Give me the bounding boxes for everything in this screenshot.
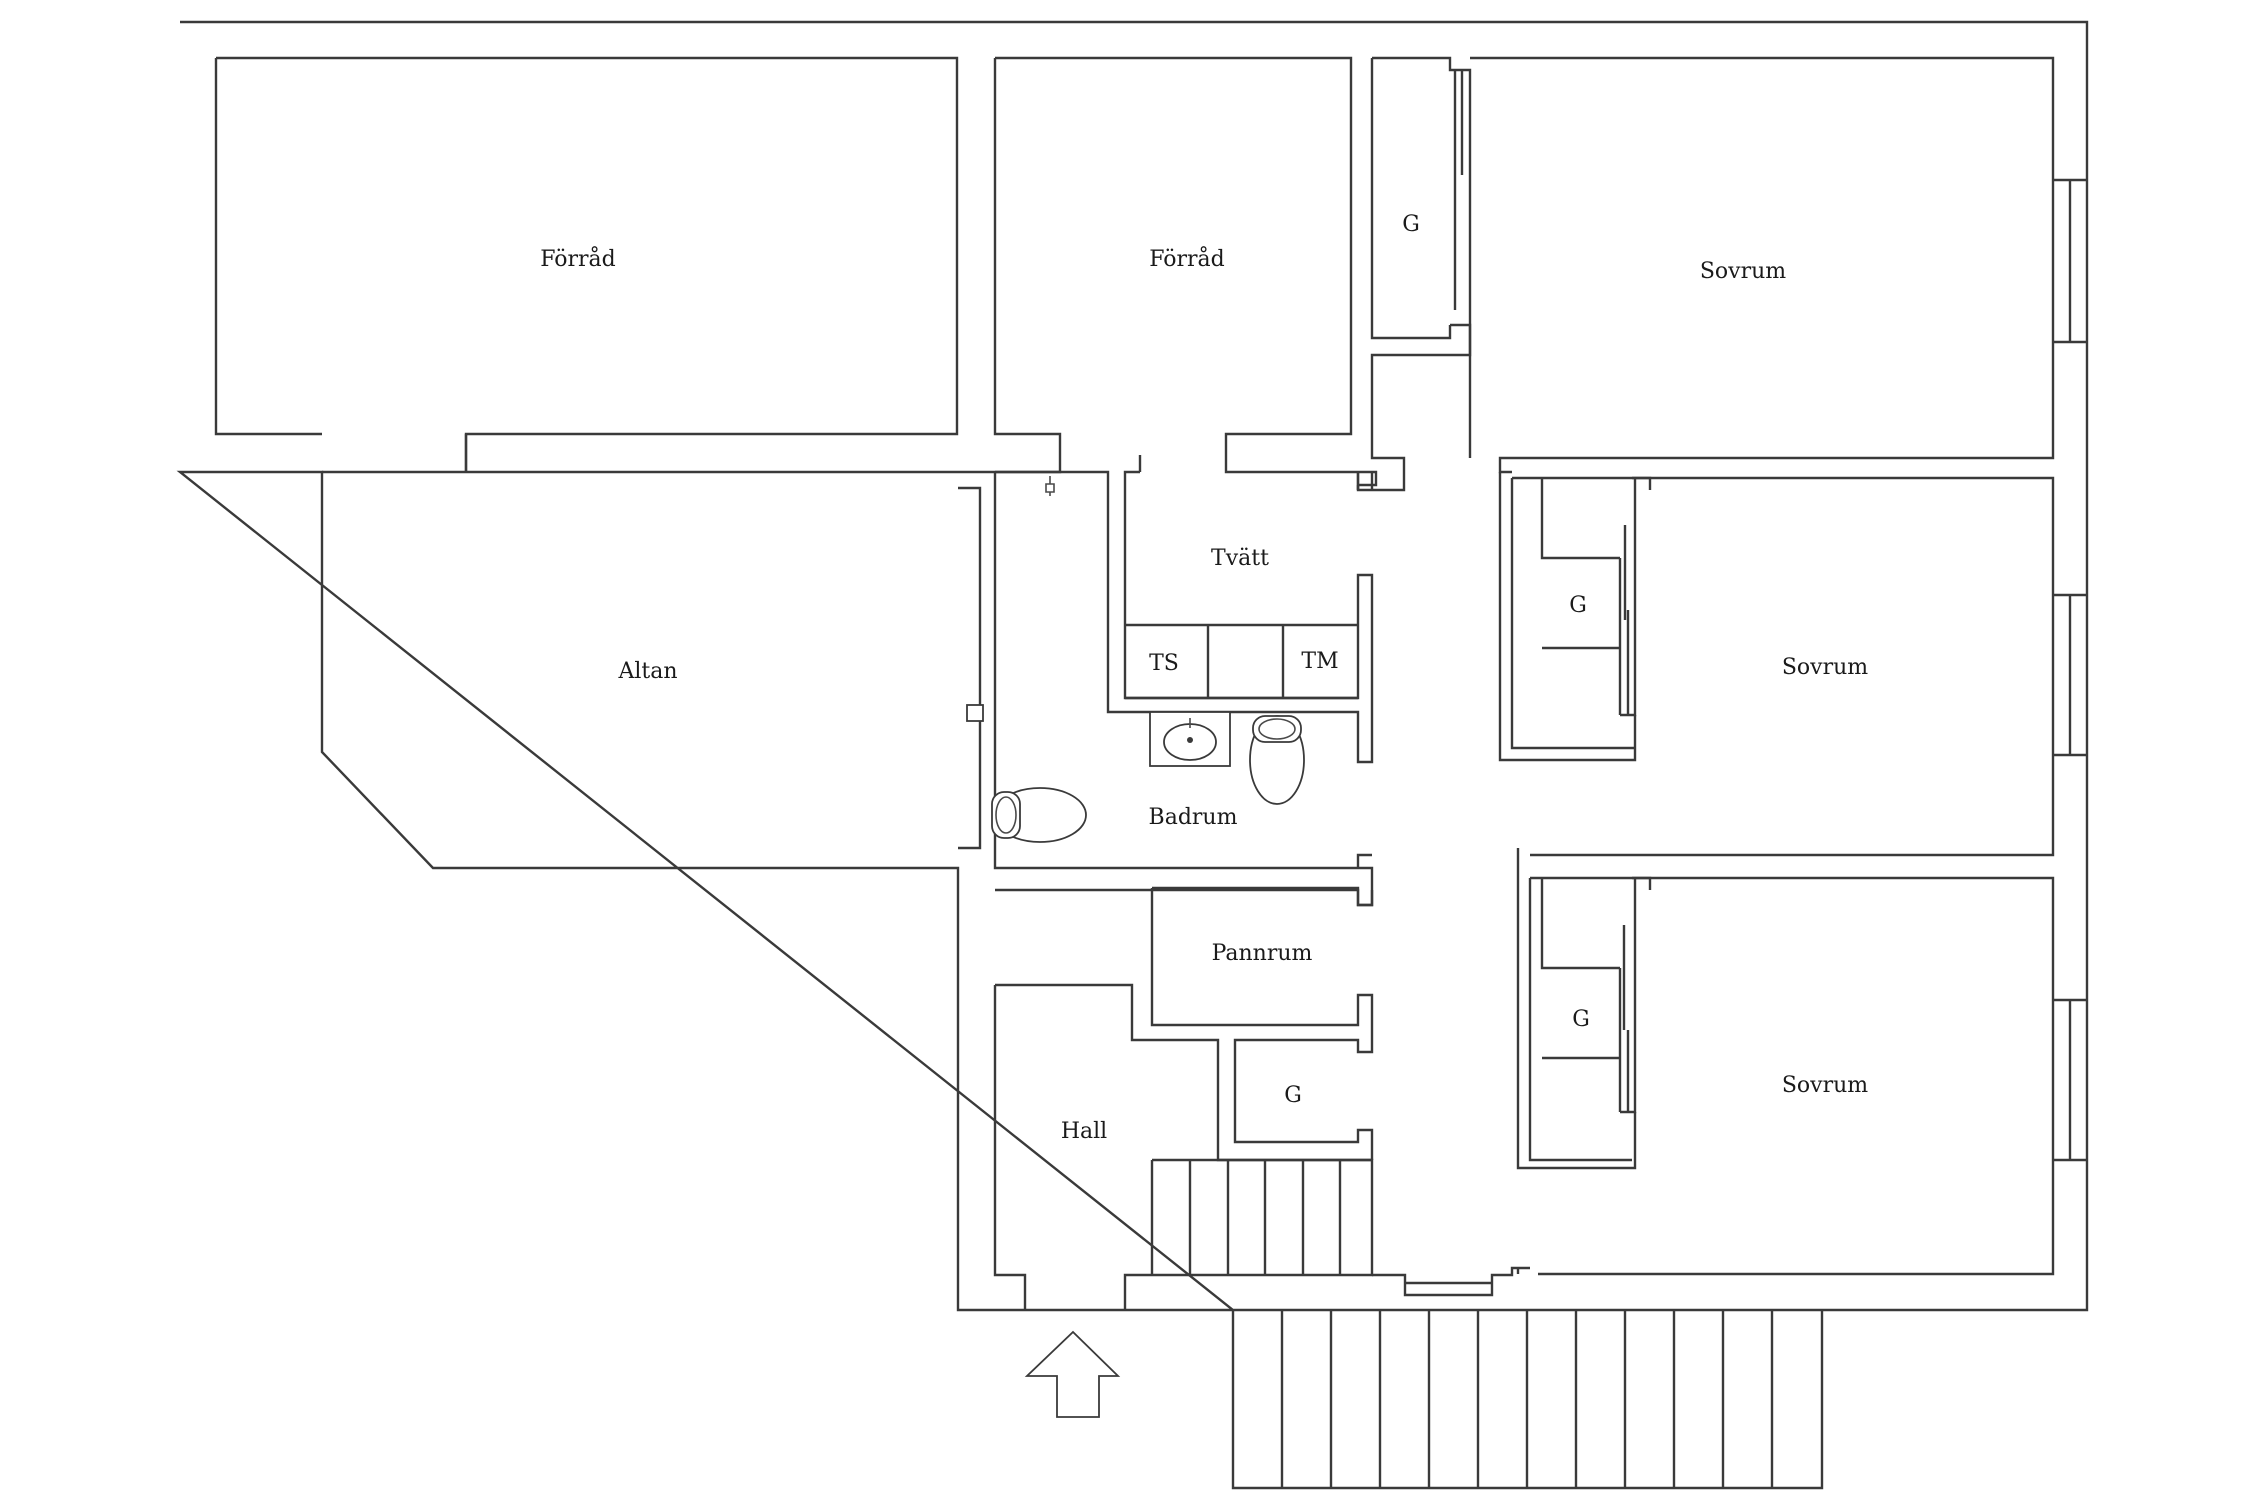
outer-walls — [176, 20, 2089, 1312]
room-label-pannrum: Pannrum — [1212, 941, 1313, 966]
tap-icon — [1045, 476, 1055, 496]
interior-walls — [958, 56, 1652, 1310]
room-label-altan: Altan — [617, 659, 677, 684]
room-label-closet-3: G — [1572, 1007, 1590, 1032]
room-label-forrad-2: Förråd — [1149, 245, 1225, 272]
drain-icon — [966, 704, 984, 722]
room-label-tvatt: Tvätt — [1211, 546, 1269, 571]
room-label-forrad-1: Förråd — [540, 245, 616, 272]
room-label-closet-4: G — [1284, 1083, 1302, 1108]
room-label-hall: Hall — [1061, 1119, 1107, 1144]
room-label-badrum: Badrum — [1149, 805, 1238, 830]
room-label-sovrum-2: Sovrum — [1782, 655, 1868, 680]
toilet-icon — [1249, 715, 1305, 805]
sink-icon — [1149, 711, 1231, 767]
label-washing-machine: TM — [1301, 649, 1338, 674]
room-label-sovrum-3: Sovrum — [1782, 1073, 1868, 1098]
arrow-up-icon — [1024, 1330, 1121, 1418]
room-label-closet-1: G — [1402, 212, 1420, 237]
room-label-sovrum-1: Sovrum — [1700, 259, 1786, 284]
room-label-closet-2: G — [1569, 593, 1587, 618]
bathroom-fixtures — [966, 476, 1305, 843]
exterior-staircase — [1231, 1310, 1824, 1490]
label-tumble-dryer: TS — [1149, 651, 1179, 676]
toilet-icon — [991, 787, 1087, 843]
